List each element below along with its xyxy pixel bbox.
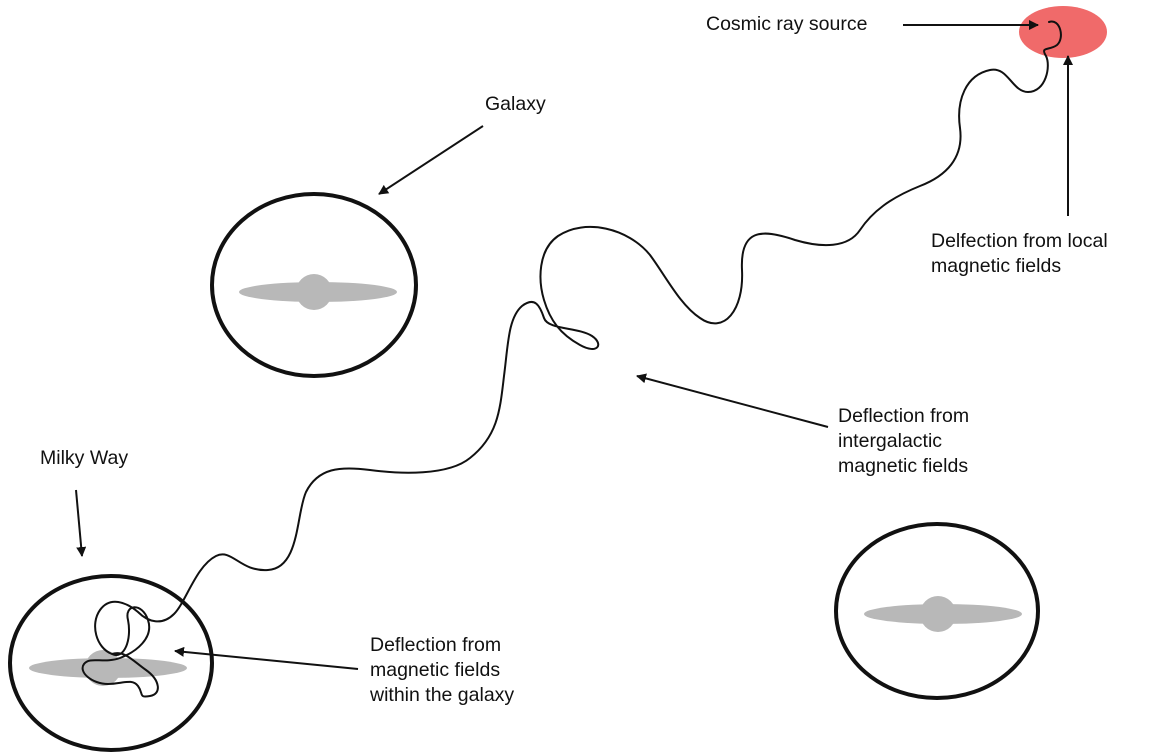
galaxy-bottom-right-bulge: [920, 596, 956, 632]
label-intergalactic-deflection-line-2: intergalactic: [838, 429, 969, 454]
label-local-deflection-line-2: magnetic fields: [931, 254, 1108, 279]
label-intergalactic-deflection: Deflection from intergalactic magnetic f…: [838, 404, 969, 479]
galaxy-bottom-right: [836, 524, 1038, 698]
label-galaxy: Galaxy: [485, 92, 546, 117]
cosmic-ray-source-blob: [1019, 6, 1107, 58]
label-galactic-deflection-line-2: magnetic fields: [370, 658, 514, 683]
label-galaxy-text: Galaxy: [485, 92, 546, 117]
label-cosmic-ray-source: Cosmic ray source: [706, 12, 867, 37]
label-local-deflection-line-1: Delfection from local: [931, 229, 1108, 254]
label-intergalactic-deflection-line-3: magnetic fields: [838, 454, 969, 479]
label-local-deflection: Delfection from local magnetic fields: [931, 229, 1108, 279]
label-galactic-deflection-line-1: Deflection from: [370, 633, 514, 658]
label-milky-way-text: Milky Way: [40, 446, 128, 471]
galaxy-top-left-bulge: [296, 274, 332, 310]
label-galactic-deflection: Deflection from magnetic fields within t…: [370, 633, 514, 708]
arrow-intergalactic-deflection: [637, 376, 828, 427]
label-milky-way: Milky Way: [40, 446, 128, 471]
label-cosmic-ray-source-text: Cosmic ray source: [706, 12, 867, 37]
arrow-milky-way: [76, 490, 82, 556]
arrow-galaxy: [379, 126, 483, 194]
label-intergalactic-deflection-line-1: Deflection from: [838, 404, 969, 429]
galaxy-top-left: [212, 194, 416, 376]
label-galactic-deflection-line-3: within the galaxy: [370, 683, 514, 708]
